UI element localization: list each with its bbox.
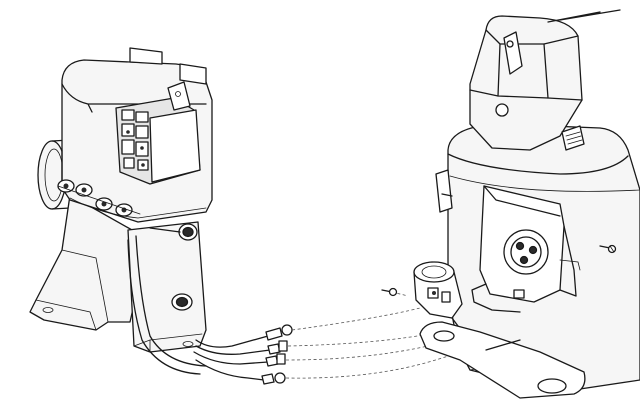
side-latch <box>561 125 585 151</box>
ring-terminal <box>265 353 286 367</box>
cable-bundle <box>127 235 271 381</box>
mounting-screw <box>599 244 617 254</box>
ring-terminal <box>261 372 286 385</box>
right-assembly <box>381 9 640 399</box>
ring-terminal <box>265 324 293 341</box>
ring-terminal <box>267 340 288 355</box>
top-cover <box>469 9 621 151</box>
cable-gland-lower <box>171 293 193 311</box>
side-tab <box>435 169 453 213</box>
control-module <box>115 81 201 185</box>
cable-gland-upper <box>149 223 198 241</box>
mounting-screw <box>381 287 398 297</box>
start-relay <box>413 261 463 331</box>
terminal-bracket <box>471 185 581 313</box>
mounting-foot <box>419 321 586 399</box>
mounting-bracket <box>29 194 207 353</box>
ring-terminals <box>261 324 293 385</box>
cable-clamps <box>57 179 141 217</box>
